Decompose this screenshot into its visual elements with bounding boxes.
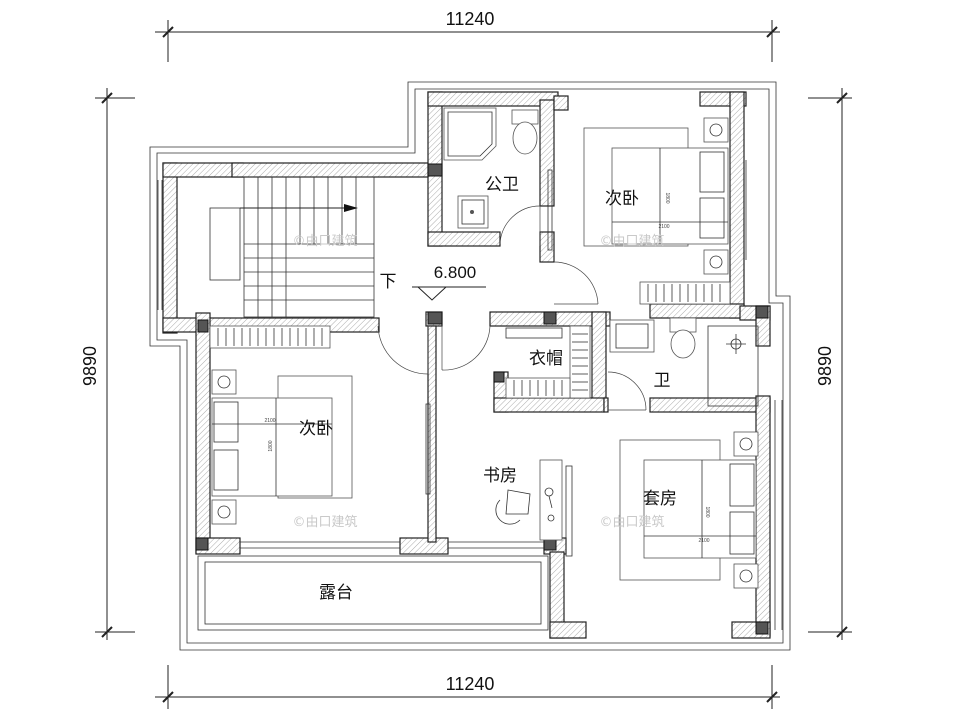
dimension-left: 9890 bbox=[80, 88, 135, 640]
dimension-left-label: 9890 bbox=[80, 346, 100, 386]
outer-outline bbox=[149, 81, 791, 651]
watermark-3: ©由口建筑 bbox=[292, 514, 357, 530]
ne-bedroom-label: 次卧 bbox=[605, 189, 639, 209]
dimension-top: 11240 bbox=[155, 9, 780, 62]
w-bed-length: 2100 bbox=[264, 418, 275, 424]
public-bath-fixtures bbox=[443, 107, 539, 229]
study-label: 书房 bbox=[483, 466, 517, 486]
terrace-label: 露台 bbox=[319, 583, 353, 603]
elevation-marker bbox=[412, 286, 486, 301]
dimension-right-label: 9890 bbox=[815, 346, 835, 386]
doors-upper bbox=[499, 169, 599, 305]
stair-arrow-icon bbox=[344, 204, 358, 212]
study-furniture bbox=[448, 459, 573, 557]
elevation-label: 6.800 bbox=[434, 263, 477, 282]
right-bath-fixtures bbox=[607, 317, 759, 411]
dimension-bottom: 11240 bbox=[155, 665, 780, 709]
dimension-right: 9890 bbox=[808, 88, 852, 640]
terrace-parapet bbox=[197, 400, 783, 631]
watermark-2: ©由口建筑 bbox=[599, 233, 664, 249]
w-bedroom-label: 次卧 bbox=[299, 419, 333, 439]
staircase bbox=[157, 176, 375, 318]
public-bath-label: 公卫 bbox=[485, 175, 519, 195]
w-bed-width: 1800 bbox=[268, 440, 274, 451]
cloakroom-furniture bbox=[505, 325, 591, 399]
ne-bed-length: 2100 bbox=[658, 224, 669, 230]
bath-label: 卫 bbox=[654, 371, 671, 391]
dimension-bottom-label: 11240 bbox=[446, 674, 495, 694]
dimension-top-label: 11240 bbox=[446, 9, 495, 29]
suite-bed-length: 2100 bbox=[698, 538, 709, 544]
ne-bedroom-furniture bbox=[583, 117, 747, 305]
west-bedroom-furniture bbox=[209, 325, 491, 549]
stairs-down-label: 下 bbox=[380, 272, 397, 292]
watermark-1: ©由口建筑 bbox=[292, 233, 357, 249]
columns bbox=[195, 163, 769, 635]
ne-bed-width: 1800 bbox=[664, 192, 670, 203]
suite-furniture bbox=[619, 431, 759, 589]
watermark-4: ©由口建筑 bbox=[599, 514, 664, 530]
suite-bed-width: 1800 bbox=[704, 506, 710, 517]
cloakroom-label: 衣帽 bbox=[529, 349, 563, 369]
suite-label: 套房 bbox=[643, 489, 677, 509]
